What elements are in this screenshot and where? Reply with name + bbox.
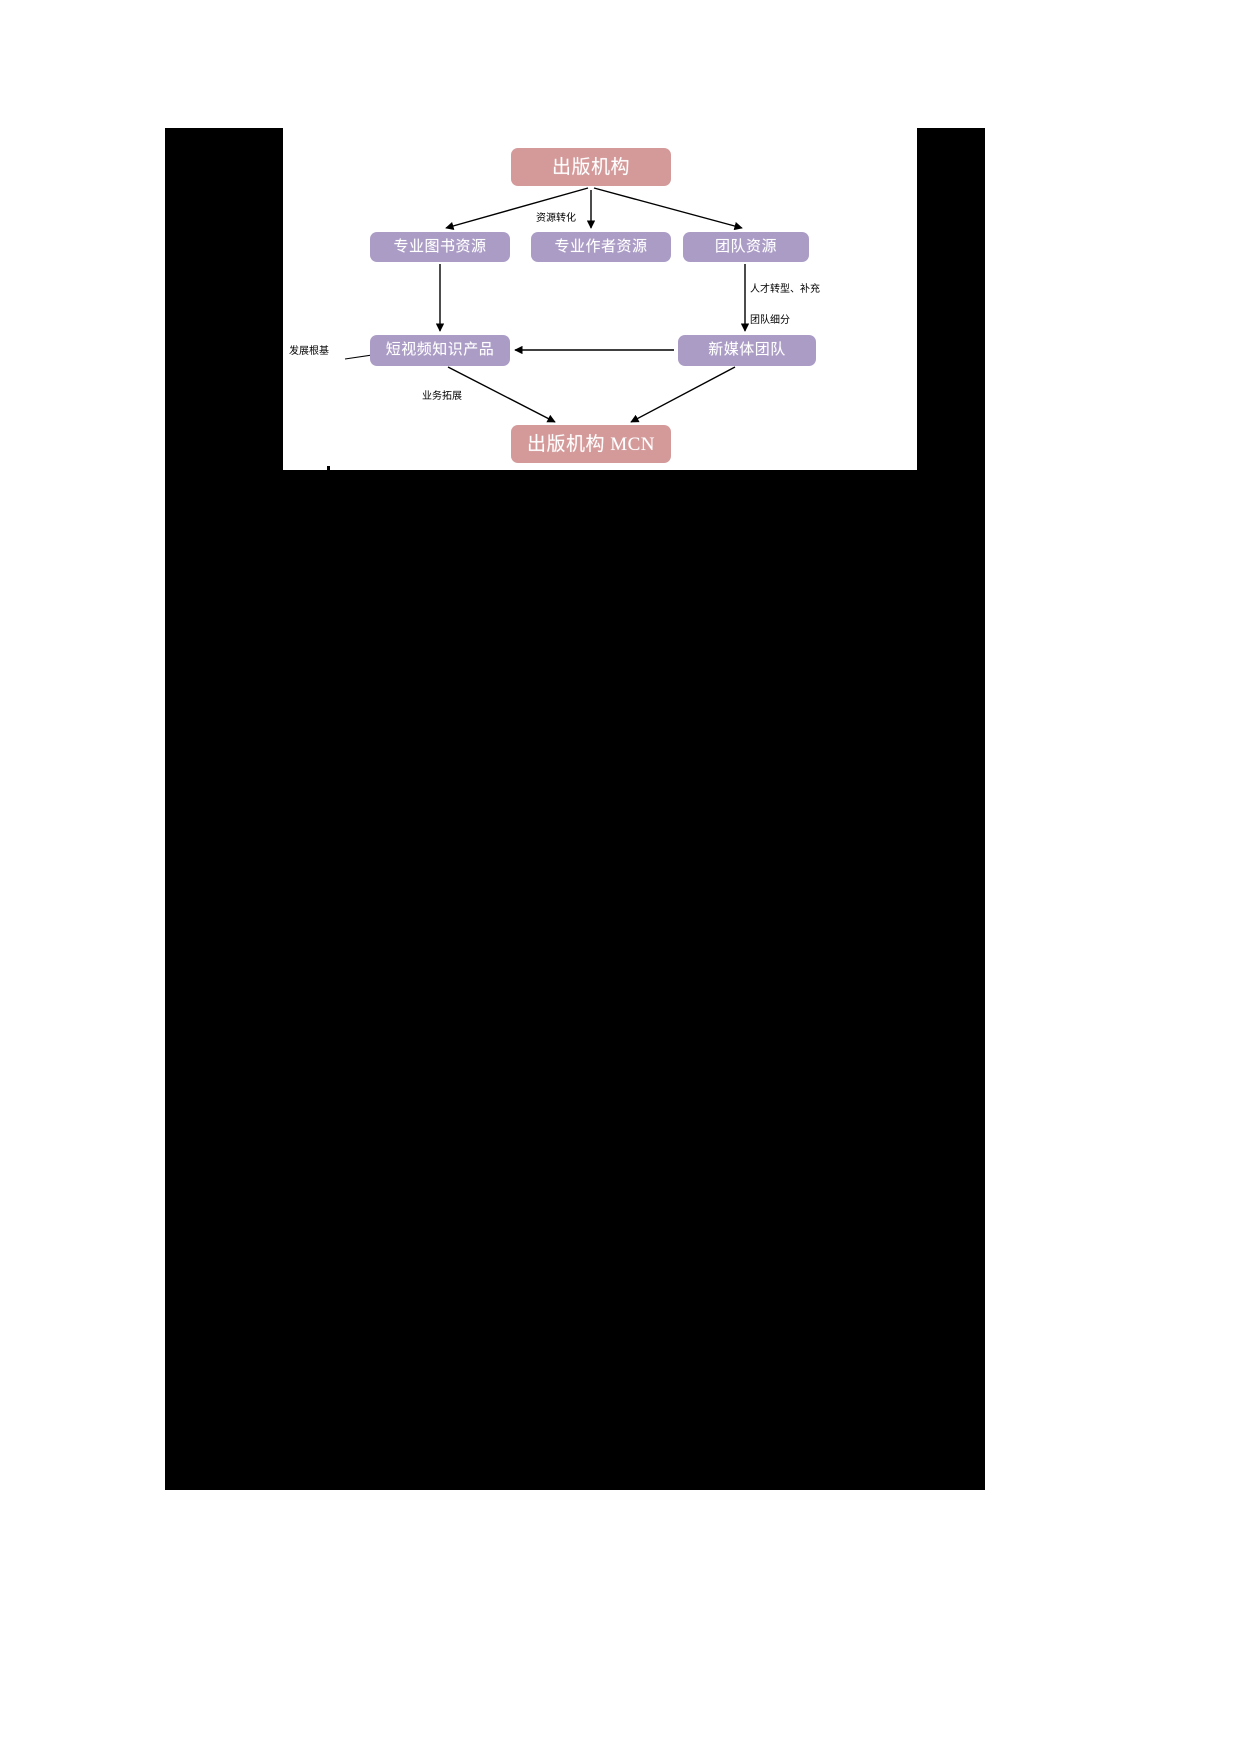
edge-label-team-subdivision: 团队细分 (750, 315, 790, 326)
edge-publisher-to-team (593, 187, 743, 231)
edge-publisher-to-book (445, 187, 589, 230)
flowchart-diagram: 出版机构 专业图书资源 专业作者资源 团队资源 短视频知识产品 新媒体团队 出版… (283, 128, 917, 470)
node-professional-author-resources[interactable]: 专业作者资源 (531, 232, 671, 262)
edge-label-talent-transformation: 人才转型、补充 (750, 284, 820, 295)
flowchart-connectors (344, 187, 750, 423)
edge-label-business-expansion: 业务拓展 (422, 391, 462, 402)
node-new-media-team[interactable]: 新媒体团队 (678, 335, 816, 366)
edge-label-development-foundation: 发展根基 (289, 346, 329, 357)
node-publisher[interactable]: 出版机构 (511, 148, 671, 186)
edge-newmedia-to-mcn (630, 366, 736, 423)
node-short-video-knowledge-products[interactable]: 短视频知识产品 (370, 335, 510, 366)
node-professional-book-resources[interactable]: 专业图书资源 (370, 232, 510, 262)
edge-label-resource-conversion: 资源转化 (536, 213, 576, 224)
node-publisher-mcn[interactable]: 出版机构 MCN (511, 425, 671, 463)
stray-mark (327, 466, 330, 470)
node-team-resources[interactable]: 团队资源 (683, 232, 809, 262)
edge-shortvideo-to-mcn (447, 366, 556, 423)
